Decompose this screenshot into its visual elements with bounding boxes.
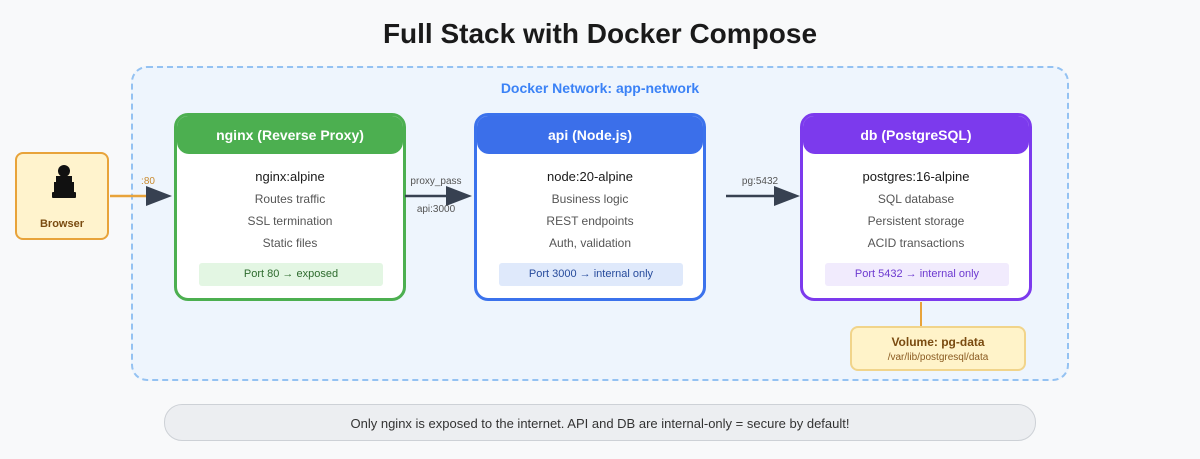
browser-user-icon [52, 165, 76, 198]
arrowhead-api-db [774, 186, 800, 206]
diagram-title: Full Stack with Docker Compose [382, 18, 818, 49]
service-title: api (Node.js) [477, 116, 703, 154]
label-pg-5432: pg:5432 [741, 176, 779, 187]
service-image: node:20-alpine [546, 169, 634, 184]
arrowhead-browser-nginx [146, 186, 172, 206]
label-api-3000: api:3000 [416, 204, 456, 215]
browser-node: Browser [15, 152, 109, 240]
volume-pg-data: Volume: pg-data /var/lib/postgresql/data [850, 326, 1026, 371]
service-feature: Routes traffic [254, 192, 326, 206]
arrowhead-nginx-api [446, 186, 472, 206]
network-label: Docker Network: app-network [500, 80, 700, 96]
service-title: nginx (Reverse Proxy) [177, 116, 403, 154]
service-image: postgres:16-alpine [862, 169, 970, 184]
service-feature: Business logic [551, 192, 629, 206]
service-db: db (PostgreSQL) postgres:16-alpine SQL d… [800, 113, 1032, 301]
service-feature: ACID transactions [867, 236, 965, 250]
footer-note: Only nginx is exposed to the internet. A… [164, 404, 1036, 441]
service-feature: SSL termination [247, 214, 333, 228]
volume-name: Volume: pg-data [891, 335, 985, 349]
service-image: nginx:alpine [255, 169, 325, 184]
service-feature: Static files [262, 236, 318, 250]
port-badge: Port 3000 → internal only [499, 263, 683, 286]
service-nginx: nginx (Reverse Proxy) nginx:alpine Route… [174, 113, 406, 301]
service-title: db (PostgreSQL) [803, 116, 1029, 154]
service-api: api (Node.js) node:20-alpine Business lo… [474, 113, 706, 301]
label-proxy-pass: proxy_pass [410, 176, 462, 187]
browser-label: Browser [39, 218, 85, 230]
service-feature: Persistent storage [867, 214, 965, 228]
service-feature: Auth, validation [548, 236, 632, 250]
volume-path: /var/lib/postgresql/data [887, 352, 989, 363]
service-feature: SQL database [877, 192, 955, 206]
port-badge: Port 5432 → internal only [825, 263, 1009, 286]
label-port-80: :80 [141, 176, 155, 187]
port-badge: Port 80 → exposed [199, 263, 383, 286]
service-feature: REST endpoints [546, 214, 634, 228]
